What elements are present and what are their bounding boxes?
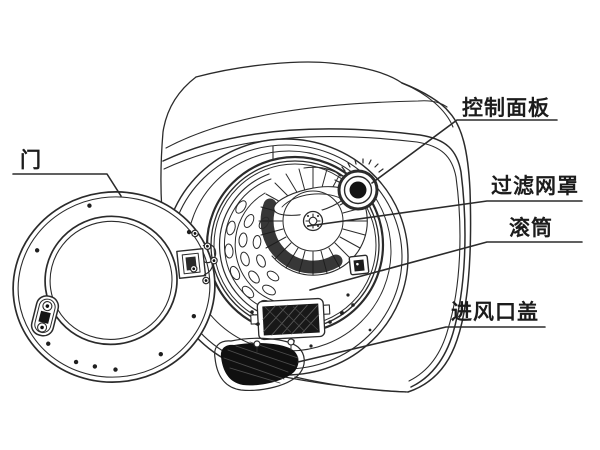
door	[12, 191, 216, 383]
leader-air-inlet-cover	[297, 326, 546, 363]
label-door: 门	[20, 148, 42, 172]
leader-door	[12, 173, 122, 197]
label-control-panel: 控制面板	[462, 96, 550, 120]
label-drum: 滚筒	[509, 216, 553, 240]
drum-rear-fan	[258, 166, 368, 276]
label-air-inlet-cover: 进风口盖	[451, 300, 539, 324]
leader-control-panel	[371, 119, 558, 184]
label-filter-cover: 过滤网罩	[491, 174, 579, 198]
air-inlet-cover	[214, 337, 305, 391]
vent-grille	[250, 297, 331, 341]
leader-drum	[309, 241, 583, 291]
door-latch	[30, 295, 60, 337]
door-screws	[34, 203, 197, 372]
leader-filter-cover	[307, 200, 583, 227]
control-knob	[334, 158, 384, 211]
door-hinge	[176, 229, 218, 285]
door-catch	[348, 254, 370, 276]
hinge-screws	[189, 229, 218, 285]
